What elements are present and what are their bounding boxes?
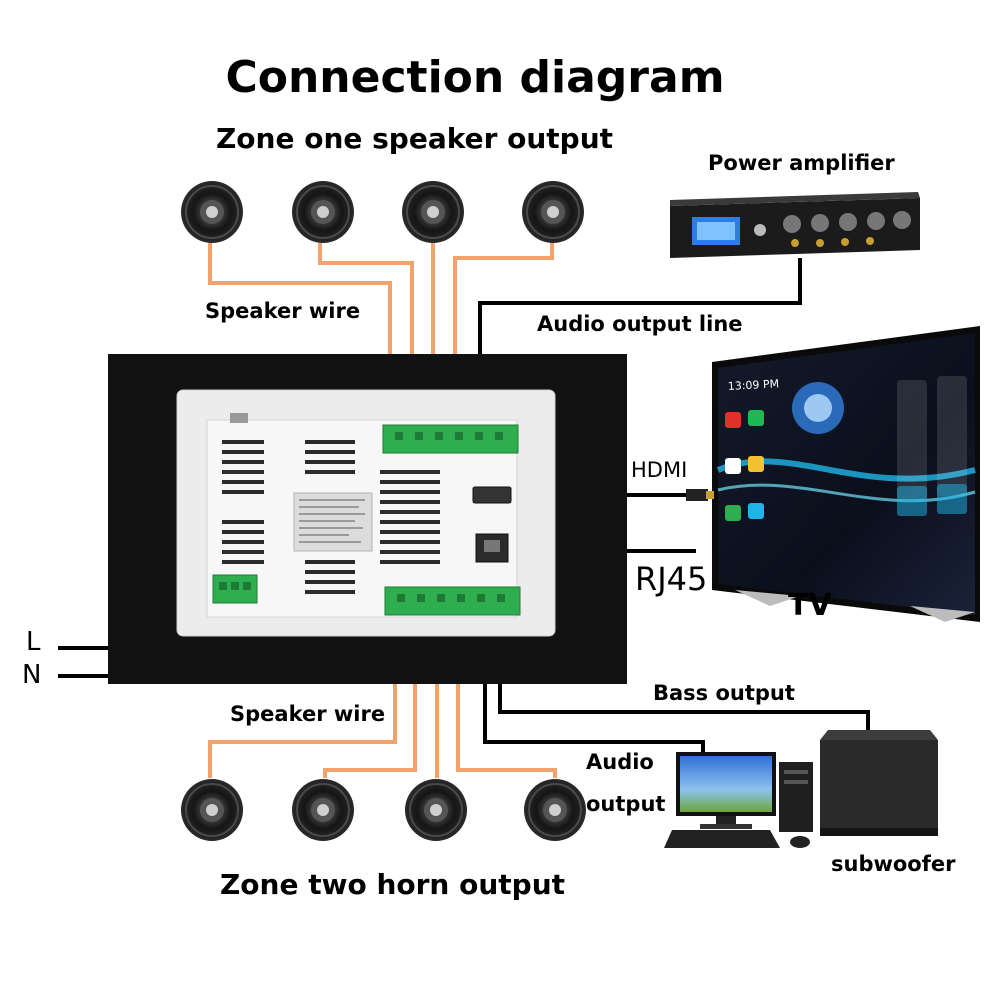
bass-output-label: Bass output <box>653 681 795 705</box>
computer-device <box>664 752 813 848</box>
hdmi-label: HDMI <box>631 458 688 482</box>
line-n-label: N <box>22 660 42 690</box>
speaker-wire-top-label: Speaker wire <box>205 299 361 323</box>
line-l-label: L <box>26 627 41 657</box>
audio-output-label-line2: output <box>586 792 666 816</box>
hdmi-port <box>472 486 512 504</box>
power-amplifier-device <box>670 192 920 258</box>
speaker-wire-bottom-label: Speaker wire <box>230 702 386 726</box>
zone-two-label: Zone two horn output <box>220 868 566 901</box>
zone-two-terminal-block <box>384 586 521 616</box>
subwoofer-label: subwoofer <box>831 852 956 876</box>
tv-clock: 13:09 PM <box>727 377 779 393</box>
zone-one-speakers <box>180 180 585 244</box>
control-panel <box>108 354 627 684</box>
zone-one-label: Zone one speaker output <box>216 122 614 155</box>
page-title: Connection diagram <box>225 52 725 103</box>
audio-output-label-line1: Audio <box>586 750 654 774</box>
hdmi-plug <box>686 489 714 501</box>
rj45-label: RJ45 <box>635 560 708 598</box>
audio-output-line-label: Audio output line <box>537 312 743 336</box>
power-amplifier-label: Power amplifier <box>708 151 895 175</box>
zone-two-speakers <box>180 778 587 842</box>
tv-label: TV <box>788 588 832 623</box>
subwoofer-device <box>820 730 938 836</box>
tv-device: 13:09 PM <box>712 326 980 622</box>
